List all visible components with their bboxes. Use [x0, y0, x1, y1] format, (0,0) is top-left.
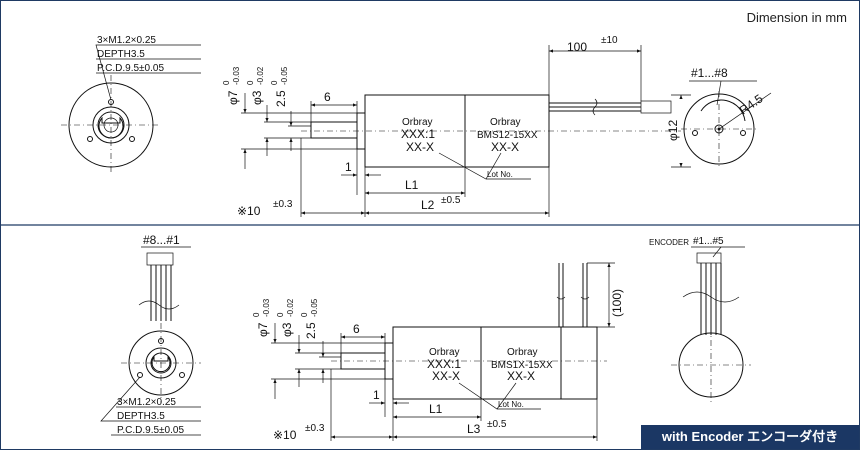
top-l1: L1: [405, 178, 419, 192]
top-front-view: 3×M1.2×0.25 DEPTH3.5 P.C.D.9.5±0.05: [61, 35, 201, 175]
top-depth-note: DEPTH3.5: [97, 49, 145, 60]
front-hole-left: [87, 136, 93, 142]
top-lead-tol: ±10: [601, 35, 618, 46]
top-d3-tol-upper: 0: [246, 80, 255, 85]
top-d3: φ3: [250, 90, 264, 105]
bottom-model-sub-left: XX-X: [432, 369, 460, 383]
bottom-front-outer: [128, 330, 194, 396]
encoder-leads: #1...#5: [693, 236, 724, 247]
top-flange: 1: [345, 160, 352, 174]
bottom-gearhead: [392, 326, 482, 400]
bottom-ten-tol: ±0.3: [305, 423, 325, 434]
top-d7-tol-lower: -0.03: [232, 66, 241, 85]
bottom-ratio: XXX:1: [427, 357, 461, 371]
top-shaft-len: 6: [324, 90, 331, 104]
top-ten-tol: ±0.3: [273, 199, 293, 210]
top-rear-view: R4.5 #1...#8: [681, 66, 772, 167]
top-brand-right: Orbray: [490, 117, 521, 128]
bottom-d3-tol-upper: 0: [276, 312, 285, 317]
top-d7: φ7: [226, 90, 240, 105]
top-dia12: φ12: [666, 120, 680, 141]
bottom-d25-tol-lower: -0.05: [310, 298, 319, 317]
top-d25-tol-upper: 0: [270, 80, 279, 85]
top-d25-tol-lower: -0.05: [280, 66, 289, 85]
bottom-side-view: Orbray XXX:1 XX-X Orbray BMS1X-15XX XX-X…: [252, 262, 624, 442]
top-d3-tol-lower: -0.02: [256, 66, 265, 85]
top-d25: 2.5: [274, 90, 288, 107]
bottom-front-leads: #8...#1: [143, 233, 180, 247]
bottom-front-view: #8...#1 3×M1.2×0.25 DEPTH3.5 P.C.D.9.5±0…: [100, 233, 201, 436]
top-model: BMS12-15XX: [477, 130, 538, 141]
bottom-shaft-len: 6: [353, 322, 360, 336]
bottom-lead-len: (100): [610, 289, 624, 317]
top-rear-leads: #1...#8: [691, 66, 728, 80]
bottom-pcd-note: P.C.D.9.5±0.05: [117, 425, 184, 436]
top-lot-no: Lot No.: [487, 170, 513, 179]
bottom-l1: L1: [429, 402, 443, 416]
top-brand-left: Orbray: [402, 117, 433, 128]
bottom-flange: 1: [373, 388, 380, 402]
bottom-lot-no: Lot No.: [498, 400, 524, 409]
encoder-banner: with Encoder エンコーダ付き: [641, 425, 859, 449]
bottom-l3-tol: ±0.5: [487, 419, 507, 430]
bottom-model: BMS1X-15XX: [491, 360, 553, 371]
bottom-l3: L3: [467, 422, 481, 436]
front-hole-right: [129, 136, 135, 142]
top-l2-tol: ±0.5: [441, 195, 461, 206]
bottom-brand-right: Orbray: [507, 347, 538, 358]
top-holes-note: 3×M1.2×0.25: [97, 35, 156, 46]
top-lead-wires-end: [640, 100, 672, 114]
bottom-d3-tol-lower: -0.02: [286, 298, 295, 317]
top-shaft: [310, 121, 358, 139]
top-rear-radius: R4.5: [737, 91, 766, 117]
top-l2: L2: [421, 198, 435, 212]
bottom-depth-note: DEPTH3.5: [117, 411, 165, 422]
front-shaft-flat: [98, 116, 124, 139]
bottom-lead-wires-end: [146, 252, 174, 266]
top-ten: ※10: [237, 204, 261, 218]
top-model-sub-left: XX-X: [406, 140, 434, 154]
top-side-view: Orbray XXX:1 XX-X Orbray BMS12-15XX XX-X…: [222, 35, 691, 218]
bottom-d25-tol-upper: 0: [300, 312, 309, 317]
bottom-brand-left: Orbray: [429, 347, 460, 358]
bottom-d7-tol-upper: 0: [252, 312, 261, 317]
bottom-model-sub-right: XX-X: [507, 369, 535, 383]
bottom-ten: ※10: [273, 428, 297, 442]
top-ratio: XXX:1: [401, 127, 435, 141]
bottom-d3: φ3: [280, 322, 294, 337]
top-model-sub-right: XX-X: [491, 140, 519, 154]
bottom-encoder-view: ENCODER #1...#5: [649, 236, 751, 403]
bottom-d25: 2.5: [304, 322, 318, 339]
top-lead-len: 100: [567, 40, 587, 54]
bottom-d7: φ7: [256, 322, 270, 337]
unit-note: Dimension in mm: [746, 10, 847, 25]
bottom-holes-note: 3×M1.2×0.25: [117, 397, 176, 408]
top-pcd-note: P.C.D.9.5±0.05: [97, 63, 164, 74]
encoder-title: ENCODER: [649, 238, 689, 247]
bottom-encoder: [560, 326, 598, 400]
rear-terminal-arc: [700, 99, 746, 122]
top-d7-tol-upper: 0: [222, 80, 231, 85]
bottom-d7-tol-lower: -0.03: [262, 298, 271, 317]
